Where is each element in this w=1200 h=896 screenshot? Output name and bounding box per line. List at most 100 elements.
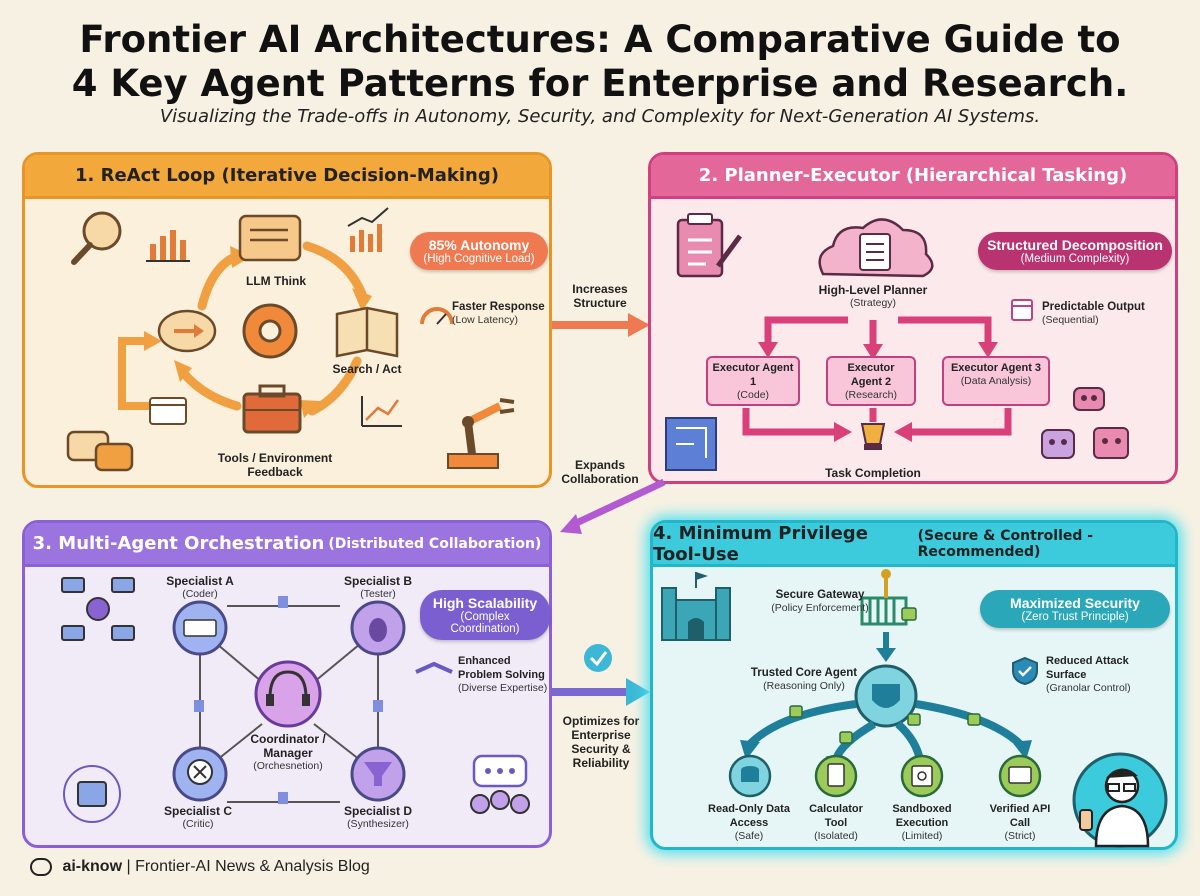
trend-chart-icon [347, 207, 389, 252]
toolbox-icon [242, 384, 302, 434]
predictable-note: (Sequential) [1042, 314, 1099, 326]
footer-brand[interactable]: ai-know [62, 858, 123, 876]
predictable-label: Predictable Output [1042, 301, 1145, 313]
gateway-node: Secure Gateway (Policy Enforcement) [760, 588, 880, 614]
executor-3-role: (Data Analysis) [960, 375, 1032, 387]
funnel-icon [350, 746, 406, 802]
panel-multi-agent-title: 3. Multi-Agent Orchestration (Distribute… [25, 523, 549, 567]
database-icon [728, 754, 772, 798]
tool-api: Verified API Call (Strict) [984, 802, 1056, 842]
arrow-right-1 [552, 313, 650, 337]
shield-icon [1012, 656, 1038, 686]
security-pill: Maximized Security (Zero Trust Principle… [980, 590, 1170, 628]
arrow-right-3 [552, 644, 650, 706]
react-loop-graphic [66, 207, 515, 472]
core-agent-node: Trusted Core Agent (Reasoning Only) [746, 666, 862, 692]
planner-label: High-Level Planner [818, 283, 928, 297]
network-icon [61, 577, 135, 641]
specialist-d-role: (Synthesizer) [347, 818, 409, 830]
return-arrow [118, 337, 150, 410]
tool-calculator-role: (Isolated) [814, 830, 858, 842]
footer: ai-know | Frontier-AI News & Analysis Bl… [30, 858, 370, 876]
specialist-a-label: Specialist A [166, 574, 234, 588]
book-icon [335, 306, 399, 358]
coordinator-note: (Orchesnetion) [253, 760, 323, 772]
thought-bubble-icon [157, 309, 217, 353]
search-act-label: Search / Act [332, 362, 402, 376]
specialist-c-label: Specialist C [163, 804, 233, 818]
security-graphic [661, 569, 1168, 848]
avatar-icon [1072, 752, 1168, 848]
team-chat-icon [470, 754, 530, 814]
tool-sandboxed-label: Sandboxed Execution [892, 803, 952, 829]
gateway-note: (Policy Enforcement) [771, 602, 869, 614]
core-agent-note: (Reasoning Only) [763, 680, 845, 692]
planner-node: High-Level Planner (Strategy) [800, 283, 946, 309]
padlock-icons [789, 705, 981, 744]
brain-shield-icon [854, 664, 918, 728]
enhanced-note: (Diverse Expertise) [458, 682, 548, 694]
blueprint-icon [665, 417, 717, 471]
panel-multi-agent-title-main: 3. Multi-Agent Orchestration [32, 533, 325, 554]
specialist-c-role: (Critic) [182, 818, 214, 830]
critic-icon [172, 746, 228, 802]
coordinator-node: Coordinator / Manager (Orchesnetion) [240, 732, 336, 772]
planner-graphic [665, 213, 1129, 471]
multi-agent-graphic [61, 577, 530, 823]
specialist-b-role: (Tester) [360, 588, 396, 600]
enhanced-solving: Enhanced Problem Solving (Diverse Expert… [458, 654, 550, 694]
tool-read-only-role: (Safe) [734, 830, 764, 842]
core-agent-label: Trusted Core Agent [750, 667, 858, 679]
executor-2: Executor Agent 2 (Research) [826, 356, 916, 406]
line-graph-icon [361, 396, 402, 427]
decomposition-pill: Structured Decomposition (Medium Complex… [978, 232, 1172, 270]
bug-icon [350, 600, 406, 656]
gateway-label: Secure Gateway [775, 589, 865, 601]
panel-minimum-privilege-title-sub: (Secure & Controlled - Recommended) [917, 527, 1094, 560]
calculator-icon [814, 754, 858, 798]
tool-api-label: Verified API Call [989, 803, 1051, 829]
predictable-output: Predictable Output (Sequential) [1042, 300, 1172, 326]
specialist-d-label: Specialist D [343, 804, 413, 818]
bar-chart-icon [146, 230, 190, 262]
robot-arm-icon [447, 398, 515, 469]
executor-1: Executor Agent 1 (Code) [706, 356, 800, 406]
robot-icon-2 [1041, 429, 1075, 459]
specialist-b-label: Specialist B [343, 574, 413, 588]
executor-2-role: (Research) [845, 389, 897, 401]
security-note: (Zero Trust Principle) [1021, 611, 1129, 623]
clipboard-icon [676, 213, 743, 278]
llm-think-label: LLM Think [246, 274, 306, 288]
executor-3-label: Executor Agent 3 [950, 362, 1042, 374]
tool-read-only-label: Read-Only Data Access [708, 803, 790, 829]
tool-sandboxed-role: (Limited) [901, 830, 943, 842]
decomposition-value: Structured Decomposition [987, 237, 1163, 253]
tool-api-role: (Strict) [1004, 830, 1036, 842]
panel-minimum-privilege-title: 4. Minimum Privilege Tool-Use (Secure & … [653, 523, 1175, 567]
scalability-note: (Complex Coordination) [450, 611, 520, 635]
faster-response-note: (Low Latency) [452, 314, 518, 326]
executor-3: Executor Agent 3 (Data Analysis) [942, 356, 1050, 406]
footer-tagline: | Frontier-AI News & Analysis Blog [126, 858, 370, 876]
autonomy-value: 85% Autonomy [428, 237, 530, 253]
keyboard-icon [172, 600, 228, 656]
api-icon [998, 754, 1042, 798]
panel-multi-agent-title-sub: (Distributed Collaboration) [328, 535, 542, 552]
panel-minimum-privilege-title-main: 4. Minimum Privilege Tool-Use [653, 522, 868, 565]
executor-2-label: Executor Agent 2 [847, 362, 895, 388]
tool-read-only: Read-Only Data Access (Safe) [706, 802, 792, 842]
tool-sandboxed: Sandboxed Execution (Limited) [884, 802, 960, 842]
specialist-a: Specialist A (Coder) [156, 574, 244, 600]
specialist-c: Specialist C (Critic) [154, 804, 242, 830]
magnifier-icon [71, 211, 122, 265]
tool-calculator-label: Calculator Tool [809, 803, 863, 829]
page-subtitle: Visualizing the Trade-offs in Autonomy, … [159, 106, 1041, 127]
title-line-1: Frontier AI Architectures: A Comparative… [79, 18, 1121, 61]
specialist-b: Specialist B (Tester) [334, 574, 422, 600]
planner-note: (Strategy) [849, 297, 897, 309]
page-title: Frontier AI Architectures: A Comparative… [0, 18, 1200, 106]
panel-react-title: 1. ReAct Loop (Iterative Decision-Making… [25, 155, 549, 199]
arrow-diagonal [560, 478, 666, 534]
safe-icon [900, 754, 944, 798]
gear-icon [242, 303, 298, 359]
